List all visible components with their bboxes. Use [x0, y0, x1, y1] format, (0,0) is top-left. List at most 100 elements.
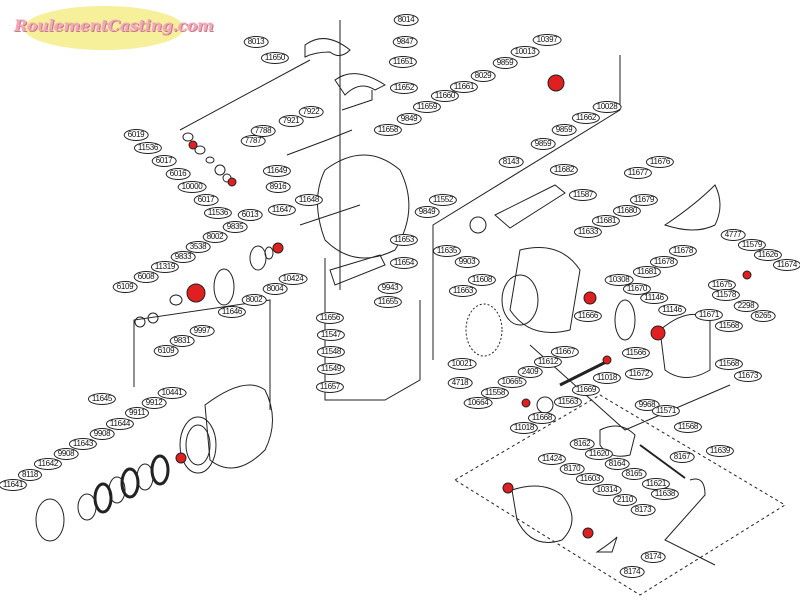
spool-inner — [185, 424, 211, 466]
spool-rim — [179, 416, 217, 474]
handle-arm — [664, 478, 716, 566]
side-cover — [663, 184, 721, 231]
part-number-callout: 9997 — [189, 325, 215, 337]
washer — [214, 164, 226, 176]
part-number-callout: 6017 — [151, 155, 177, 167]
part-number-callout: 11662 — [571, 112, 601, 124]
pinion-plate — [249, 245, 267, 271]
body-cover — [659, 313, 711, 378]
part-number-callout: 11651 — [388, 56, 418, 68]
part-number-callout: 11670 — [622, 283, 652, 295]
part-number-callout: 8002 — [202, 231, 228, 243]
part-number-callout: 6265 — [750, 310, 776, 322]
oscillation-shaft — [559, 358, 611, 387]
part-number-callout: 10441 — [157, 387, 187, 399]
part-number-callout: 11620 — [584, 448, 614, 460]
part-number-callout: 11548 — [316, 346, 346, 358]
part-number-callout: 10021 — [447, 358, 477, 370]
part-number-callout: 11666 — [573, 310, 603, 322]
rotor-arm — [329, 254, 386, 286]
bearing — [227, 177, 237, 187]
washer — [205, 156, 215, 164]
body-ring — [501, 274, 539, 326]
bearing — [186, 283, 206, 303]
part-number-callout: 11678 — [649, 256, 679, 268]
bearing — [502, 482, 514, 494]
part-number-callout: 11682 — [549, 164, 579, 176]
part-number-callout: 11018 — [509, 422, 539, 434]
bearing — [583, 291, 597, 305]
part-number-callout: 11645 — [87, 393, 117, 405]
reel-body — [509, 247, 581, 333]
cover-plate — [334, 73, 386, 96]
part-number-callout: 8029 — [470, 70, 496, 82]
part-number-callout: 11568 — [714, 358, 744, 370]
part-number-callout: 10397 — [532, 34, 562, 46]
part-number-callout: 7787 — [240, 135, 266, 147]
part-number-callout: 11650 — [260, 52, 290, 64]
drag-washer — [93, 482, 113, 514]
part-number-callout: 9859 — [530, 138, 556, 150]
spring-clip — [341, 90, 373, 111]
part-number-callout: 11578 — [711, 289, 741, 301]
group-frame — [133, 299, 271, 410]
part-number-callout: 9911 — [124, 407, 150, 419]
rotor-ring — [465, 303, 503, 357]
part-number-callout: 9859 — [551, 124, 577, 136]
part-number-callout: 11659 — [412, 101, 442, 113]
part-number-callout: 11680 — [612, 205, 642, 217]
part-number-callout: 8170 — [559, 463, 585, 475]
handle-shaft — [639, 444, 686, 479]
part-number-callout: 11647 — [267, 204, 297, 216]
part-number-callout: 11667 — [550, 346, 580, 358]
bearing — [175, 452, 187, 464]
part-number-callout: 11671 — [694, 309, 724, 321]
part-number-callout: 9903 — [454, 256, 480, 268]
part-number-callout: 11676 — [645, 156, 675, 168]
part-number-callout: 11612 — [533, 356, 563, 368]
part-number-callout: 11644 — [105, 418, 135, 430]
part-number-callout: 11536 — [203, 207, 233, 219]
part-number-callout: 11681 — [632, 266, 662, 278]
part-number-callout: 10664 — [463, 397, 493, 409]
part-number-callout: 8174 — [619, 566, 645, 578]
bail-trip — [286, 129, 353, 156]
part-number-callout: 11677 — [623, 167, 653, 179]
part-number-callout: 11656 — [315, 312, 345, 324]
part-number-callout: 9908 — [53, 448, 79, 460]
part-number-callout: 11658 — [373, 124, 403, 136]
part-number-callout: 8162 — [569, 438, 595, 450]
bearing — [650, 325, 666, 341]
part-number-callout: 11641 — [0, 479, 28, 491]
handle-cap — [595, 536, 618, 553]
part-number-callout: 11639 — [705, 445, 735, 457]
part-number-callout: 11552 — [428, 194, 458, 206]
part-number-callout: 10424 — [278, 273, 308, 285]
part-number-callout: 8143 — [498, 156, 524, 168]
bearing — [742, 270, 752, 280]
part-number-callout: 9847 — [392, 36, 418, 48]
part-number-callout: 9833 — [170, 251, 196, 263]
bearing — [547, 74, 565, 92]
part-number-callout: 11663 — [448, 285, 478, 297]
part-number-callout: 10013 — [510, 46, 540, 58]
part-number-callout: 4777 — [720, 229, 746, 241]
part-number-callout: 9943 — [377, 282, 403, 294]
part-number-callout: 11652 — [389, 82, 419, 94]
part-number-callout: 11568 — [673, 421, 703, 433]
part-number-callout: 11146 — [658, 304, 686, 316]
part-number-callout: 10665 — [497, 376, 527, 388]
part-number-callout: 11654 — [389, 257, 419, 269]
part-number-callout: 6109 — [112, 281, 138, 293]
part-number-callout: 11649 — [262, 165, 292, 177]
bearing — [521, 398, 531, 408]
part-number-callout: 11536 — [133, 142, 163, 154]
part-number-callout: 11655 — [373, 296, 403, 308]
leader-line — [179, 59, 311, 131]
part-number-callout: 11579 — [737, 239, 767, 251]
part-number-callout: 11608 — [467, 274, 497, 286]
part-number-callout: 11587 — [568, 189, 598, 201]
part-number-callout: 11673 — [733, 370, 763, 382]
part-number-callout: 9912 — [141, 397, 167, 409]
